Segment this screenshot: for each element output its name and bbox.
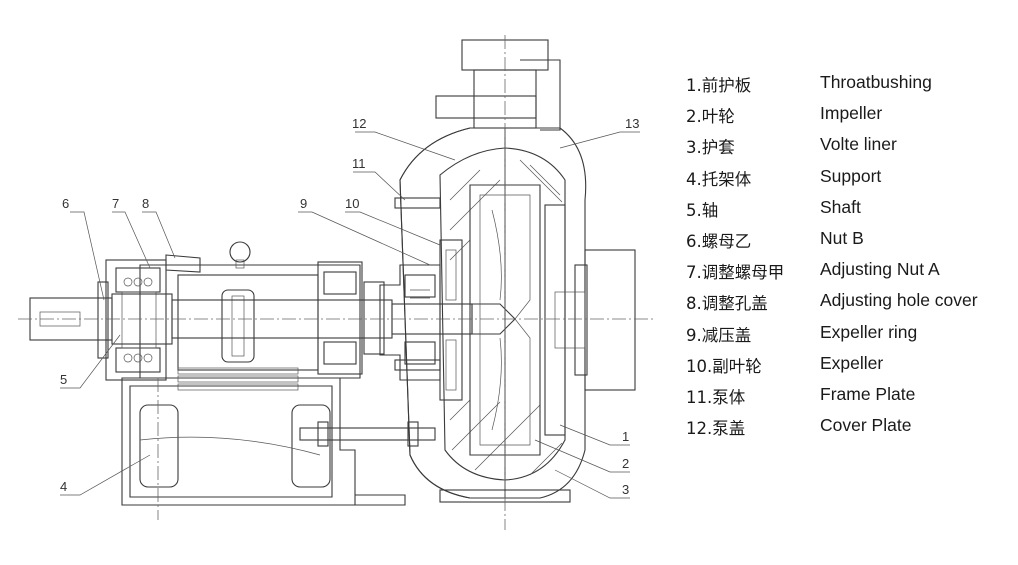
legend-en: Frame Plate: [820, 383, 916, 404]
callout-10: 10: [345, 196, 359, 211]
legend-cn: 4.托架体: [686, 169, 752, 189]
callout-7: 7: [112, 196, 119, 211]
bearing-housing: [139, 241, 361, 391]
stud-bolts: [299, 197, 441, 447]
legend-cn: 8.调整孔盖: [686, 294, 768, 314]
legend-row: 9.减压盖 Expeller ring: [686, 318, 1011, 349]
legend-cn: 1.前护板: [686, 76, 752, 95]
legend-row: 8.调整孔盖 Adjusting hole cover: [686, 286, 1011, 317]
legend-cn: 7.调整螺母甲: [686, 263, 785, 283]
legend-en: Nut B: [820, 227, 864, 248]
callout-2: 2: [622, 456, 629, 471]
callout-8: 8: [142, 196, 149, 211]
expeller-section: [379, 239, 463, 401]
legend-en: Expeller ring: [820, 321, 918, 342]
legend-row: 5.轴 Shaft: [686, 193, 1011, 224]
legend-row: 10.副叶轮 Expeller: [686, 349, 1011, 380]
callout-4: 4: [60, 479, 67, 494]
callout-leaders: [60, 131, 640, 499]
legend-en: Support: [820, 165, 882, 186]
legend-en: Shaft: [820, 196, 861, 217]
legend-cn: 5.轴: [686, 200, 719, 220]
callout-3: 3: [622, 482, 629, 497]
callout-5: 5: [60, 372, 67, 387]
legend-cn: 3.护套: [686, 138, 735, 158]
legend-row: 12.泵盖 Cover Plate: [686, 411, 1011, 442]
callout-11: 11: [352, 156, 366, 171]
callout-13: 13: [625, 116, 639, 131]
legend-en: Adjusting hole cover: [820, 290, 978, 311]
legend-cn: 6.螺母乙: [686, 231, 752, 251]
right-bearing: [317, 261, 385, 375]
center-lines: [18, 35, 655, 530]
legend-row: 7.调整螺母甲 Adjusting Nut A: [686, 255, 1011, 286]
legend-cn: 2.叶轮: [686, 107, 735, 127]
legend-en: Throatbushing: [820, 72, 932, 92]
legend-cn: 10.副叶轮: [686, 356, 762, 376]
legend-row: 11.泵体 Frame Plate: [686, 380, 1011, 411]
support-frame: [121, 377, 406, 506]
legend-cn: 11.泵体: [686, 387, 746, 407]
parts-legend: 1.前护板 Throatbushing 2.叶轮 Impeller 3.护套 V…: [686, 68, 1011, 442]
legend-cn: 9.减压盖: [686, 325, 752, 345]
callout-6: 6: [62, 196, 69, 211]
legend-row: 3.护套 Volte liner: [686, 130, 1011, 161]
legend-en: Expeller: [820, 352, 884, 373]
legend-en: Volte liner: [820, 134, 897, 155]
legend-row: 4.托架体 Support: [686, 162, 1011, 193]
legend-row: 1.前护板 Throatbushing: [686, 68, 1011, 99]
slurry-pump-cross-section: 6 7 8 5 4 9 10 11 12 13 1 2 3: [18, 35, 655, 530]
callout-12: 12: [352, 116, 366, 131]
left-bearing: [97, 254, 201, 381]
legend-cn: 12.泵盖: [686, 419, 746, 439]
callout-1: 1: [622, 429, 629, 444]
legend-en: Adjusting Nut A: [820, 259, 940, 280]
callout-9: 9: [300, 196, 307, 211]
legend-row: 6.螺母乙 Nut B: [686, 224, 1011, 255]
legend-en: Impeller: [820, 103, 883, 124]
legend-en: Cover Plate: [820, 415, 912, 436]
legend-row: 2.叶轮 Impeller: [686, 99, 1011, 130]
callout-numbers: 6 7 8 5 4 9 10 11 12 13 1 2 3: [60, 116, 639, 497]
